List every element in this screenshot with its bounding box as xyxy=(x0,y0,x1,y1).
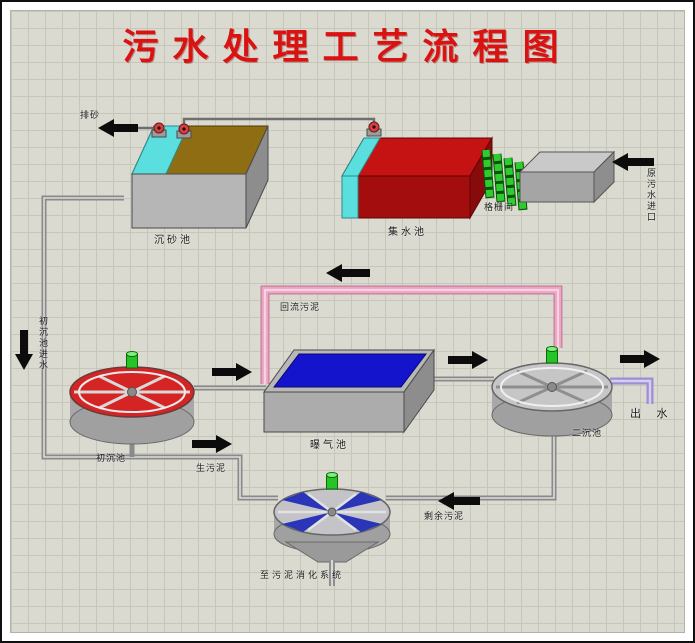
primary-clarifier-label: 初沉池 xyxy=(96,454,127,464)
feed-down-arrow xyxy=(15,330,33,370)
effluent-arrow xyxy=(620,350,660,368)
grit-tank-side xyxy=(245,125,269,229)
screen-slat xyxy=(493,153,505,203)
return-sludge-arrow xyxy=(326,264,370,282)
aeration-tank-water xyxy=(272,353,428,388)
sludge-thickener xyxy=(273,472,391,586)
grit-discharge-arrow xyxy=(98,119,138,137)
aeration-tank-label: 曝气池 xyxy=(310,440,349,451)
pump xyxy=(176,123,192,139)
grit-tank-label: 沉砂池 xyxy=(154,235,193,246)
screen-slat xyxy=(482,149,494,199)
secondary-sludge-pipe xyxy=(386,428,557,501)
grit-tank-front xyxy=(131,173,247,229)
inlet-channel xyxy=(518,150,616,204)
raw-sludge-label: 生污泥 xyxy=(196,464,227,474)
screen-slat xyxy=(504,157,516,207)
pump xyxy=(151,122,167,138)
page-title: 污水处理工艺流程图 xyxy=(122,26,573,68)
pump xyxy=(366,121,382,137)
collection-tank xyxy=(341,136,493,220)
aeration-tank-front xyxy=(263,391,405,433)
to-digestion-label: 至污泥消化系统 xyxy=(260,571,345,581)
screen-room-label: 格栅间 xyxy=(484,203,515,213)
grid-background xyxy=(10,10,685,633)
collection-tank-front xyxy=(341,175,471,219)
raw-inlet-arrow xyxy=(612,153,654,171)
effluent-label: 出 水 xyxy=(630,407,674,420)
thickener-sludge-wedges xyxy=(282,492,382,532)
secondary-clarifier-label: 二沉池 xyxy=(572,429,603,439)
collection-tank-water-front xyxy=(341,175,359,219)
primary-feed-label: 初沉池进水 xyxy=(37,316,47,371)
primary-clarifier xyxy=(69,351,195,445)
secondary-clarifier xyxy=(491,346,613,437)
collection-tank-label: 集水池 xyxy=(388,227,427,238)
raw-sludge-arrow xyxy=(192,435,232,453)
excess-sludge-arrow xyxy=(438,492,480,510)
inlet-channel-front xyxy=(519,171,595,203)
aeration-tank-side xyxy=(403,348,435,434)
raw-inlet-label: 原污水进口 xyxy=(645,168,655,223)
return-sludge-label: 回流污泥 xyxy=(280,303,321,313)
inlet-channel-side xyxy=(593,150,615,204)
grit-tank xyxy=(131,125,269,229)
grit-discharge-label: 排砂 xyxy=(80,111,101,121)
primary-to-aeration-arrow xyxy=(212,363,252,381)
thickener-cone xyxy=(284,541,380,563)
excess-sludge-label: 剩余污泥 xyxy=(424,512,465,522)
aeration-tank xyxy=(263,348,435,434)
effluent-pipe xyxy=(610,377,654,404)
return-sludge-pipe xyxy=(260,285,563,384)
aeration-to-secondary-arrow xyxy=(448,351,488,369)
